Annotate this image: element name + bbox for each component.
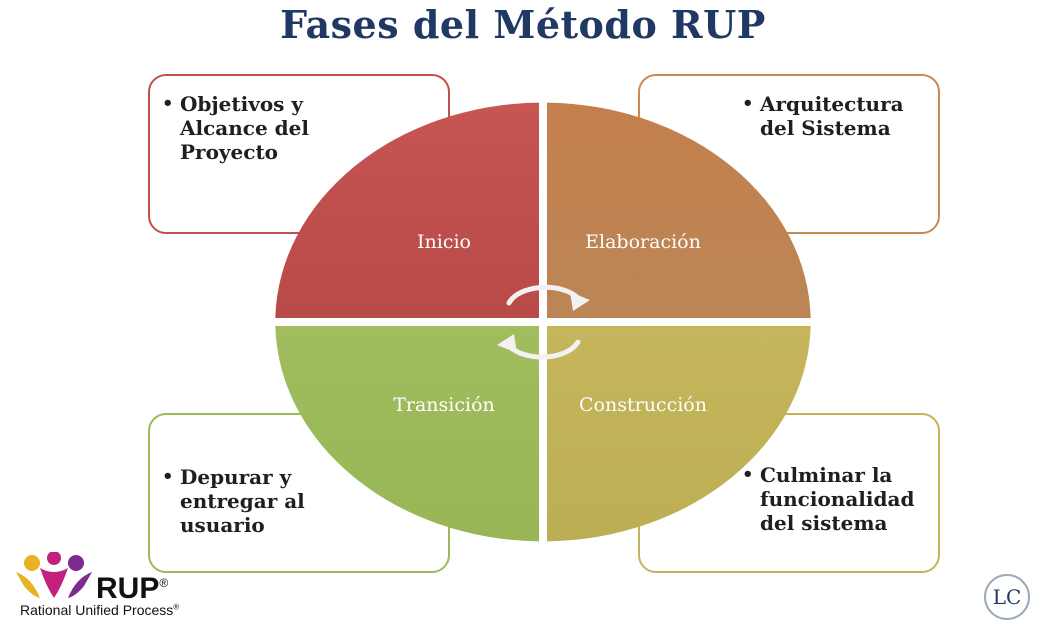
note-construccion: Culminar la funcionalidad del sistema: [740, 463, 938, 535]
rup-logo-icon: [16, 552, 92, 598]
note-inicio: Objetivos y Alcance del Proyecto: [160, 92, 448, 164]
phase-label-construccion: Construcción: [579, 394, 707, 416]
rup-logo-subtitle-text: Rational Unified Process: [20, 602, 174, 618]
cycle-arrowheads-icon: [497, 292, 590, 353]
note-box-transicion: Depurar y entregar al usuario: [148, 413, 450, 573]
lc-badge-icon: LC: [984, 574, 1030, 620]
quadrant-construccion: [547, 326, 811, 542]
rup-logo-subtitle: Rational Unified Process®: [20, 602, 179, 618]
rup-logo-text: RUP®: [96, 572, 168, 606]
note-elaboracion: Arquitectura del Sistema: [740, 92, 938, 140]
phase-label-transicion: Transición: [393, 394, 495, 416]
rup-logo-trademark: ®: [159, 576, 169, 590]
note-transicion: Depurar y entregar al usuario: [160, 465, 448, 537]
quadrant-elaboracion: [547, 102, 811, 318]
phase-label-inicio: Inicio: [417, 231, 471, 253]
rup-logo-subtitle-mark: ®: [173, 602, 180, 612]
quadrant-transicion: [275, 326, 539, 542]
page-title: Fases del Método RUP: [280, 2, 766, 47]
phase-label-elaboracion: Elaboración: [585, 231, 701, 253]
quadrant-inicio: [275, 102, 539, 318]
rup-logo-name: RUP: [96, 572, 160, 605]
